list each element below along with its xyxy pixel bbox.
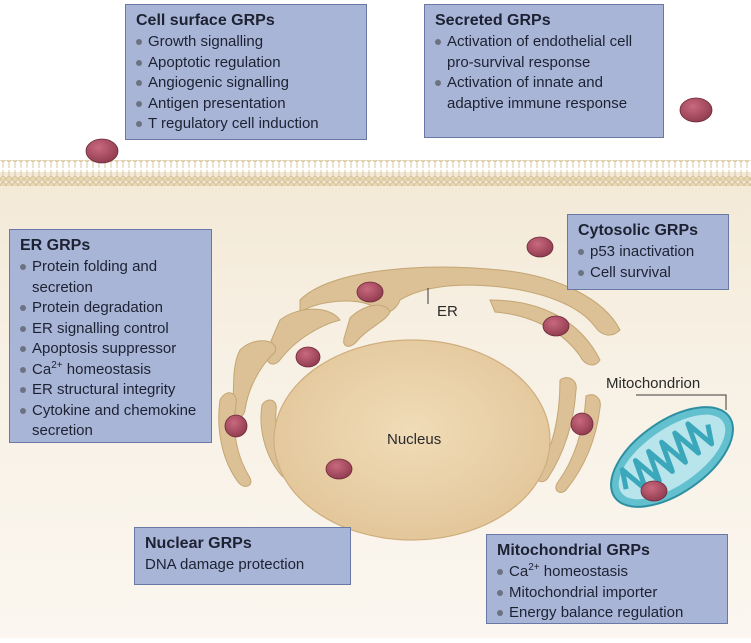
list-item: Energy balance regulation [497,603,717,624]
mitochondrion-label: Mitochondrion [606,375,701,392]
nucleus [273,339,551,541]
plasma-membrane [0,160,751,186]
box-text: DNA damage protection [145,556,305,573]
mitochondrion-pointer-line [636,394,727,410]
list-item: Cytokine and chemokine secretion [20,401,201,442]
list-item: Angiogenic signalling [136,73,356,94]
list-item: ER signalling control [20,319,201,340]
list-item: p53 inactivation [578,242,718,263]
secreted-grps-box: Secreted GRPs Activation of endothelial … [424,4,664,138]
list-item: Activation of endothelial cell pro-survi… [435,32,653,73]
list-item: T regulatory cell induction [136,114,356,135]
list-item: Protein folding and secretion [20,257,201,298]
box-title: Cytosolic GRPs [578,222,699,239]
mitochondrial-grps-box: Mitochondrial GRPs Ca2+ homeostasis Mito… [486,534,728,624]
grp-proteins [85,97,713,502]
cell-surface-grps-box: Cell surface GRPs Growth signalling Apop… [125,4,367,140]
er-label: ER [437,303,458,320]
box-title: Cell surface GRPs [136,12,275,29]
list-item: Mitochondrial importer [497,583,717,604]
nucleus-label: Nucleus [387,431,442,448]
list-item: Antigen presentation [136,94,356,115]
nuclear-grps-box: Nuclear GRPs DNA damage protection [134,527,351,585]
list-item: Apoptotic regulation [136,53,356,74]
list-item: Cell survival [578,263,718,284]
er-grps-box: ER GRPs Protein folding and secretion Pr… [9,229,212,443]
box-title: Mitochondrial GRPs [497,542,650,559]
box-title: Nuclear GRPs [145,535,252,552]
list-item: Protein degradation [20,298,201,319]
cytosolic-grps-box: Cytosolic GRPs p53 inactivation Cell sur… [567,214,729,290]
list-item: Activation of innate and adaptive immune… [435,73,653,114]
list-item: Apoptosis suppressor [20,339,201,360]
list-item: ER structural integrity [20,380,201,401]
list-item: Ca2+ homeostasis [497,562,717,583]
box-title: ER GRPs [20,237,91,254]
list-item: Growth signalling [136,32,356,53]
endoplasmic-reticulum [218,266,621,493]
list-item: Ca2+ homeostasis [20,360,201,381]
box-title: Secreted GRPs [435,12,551,29]
